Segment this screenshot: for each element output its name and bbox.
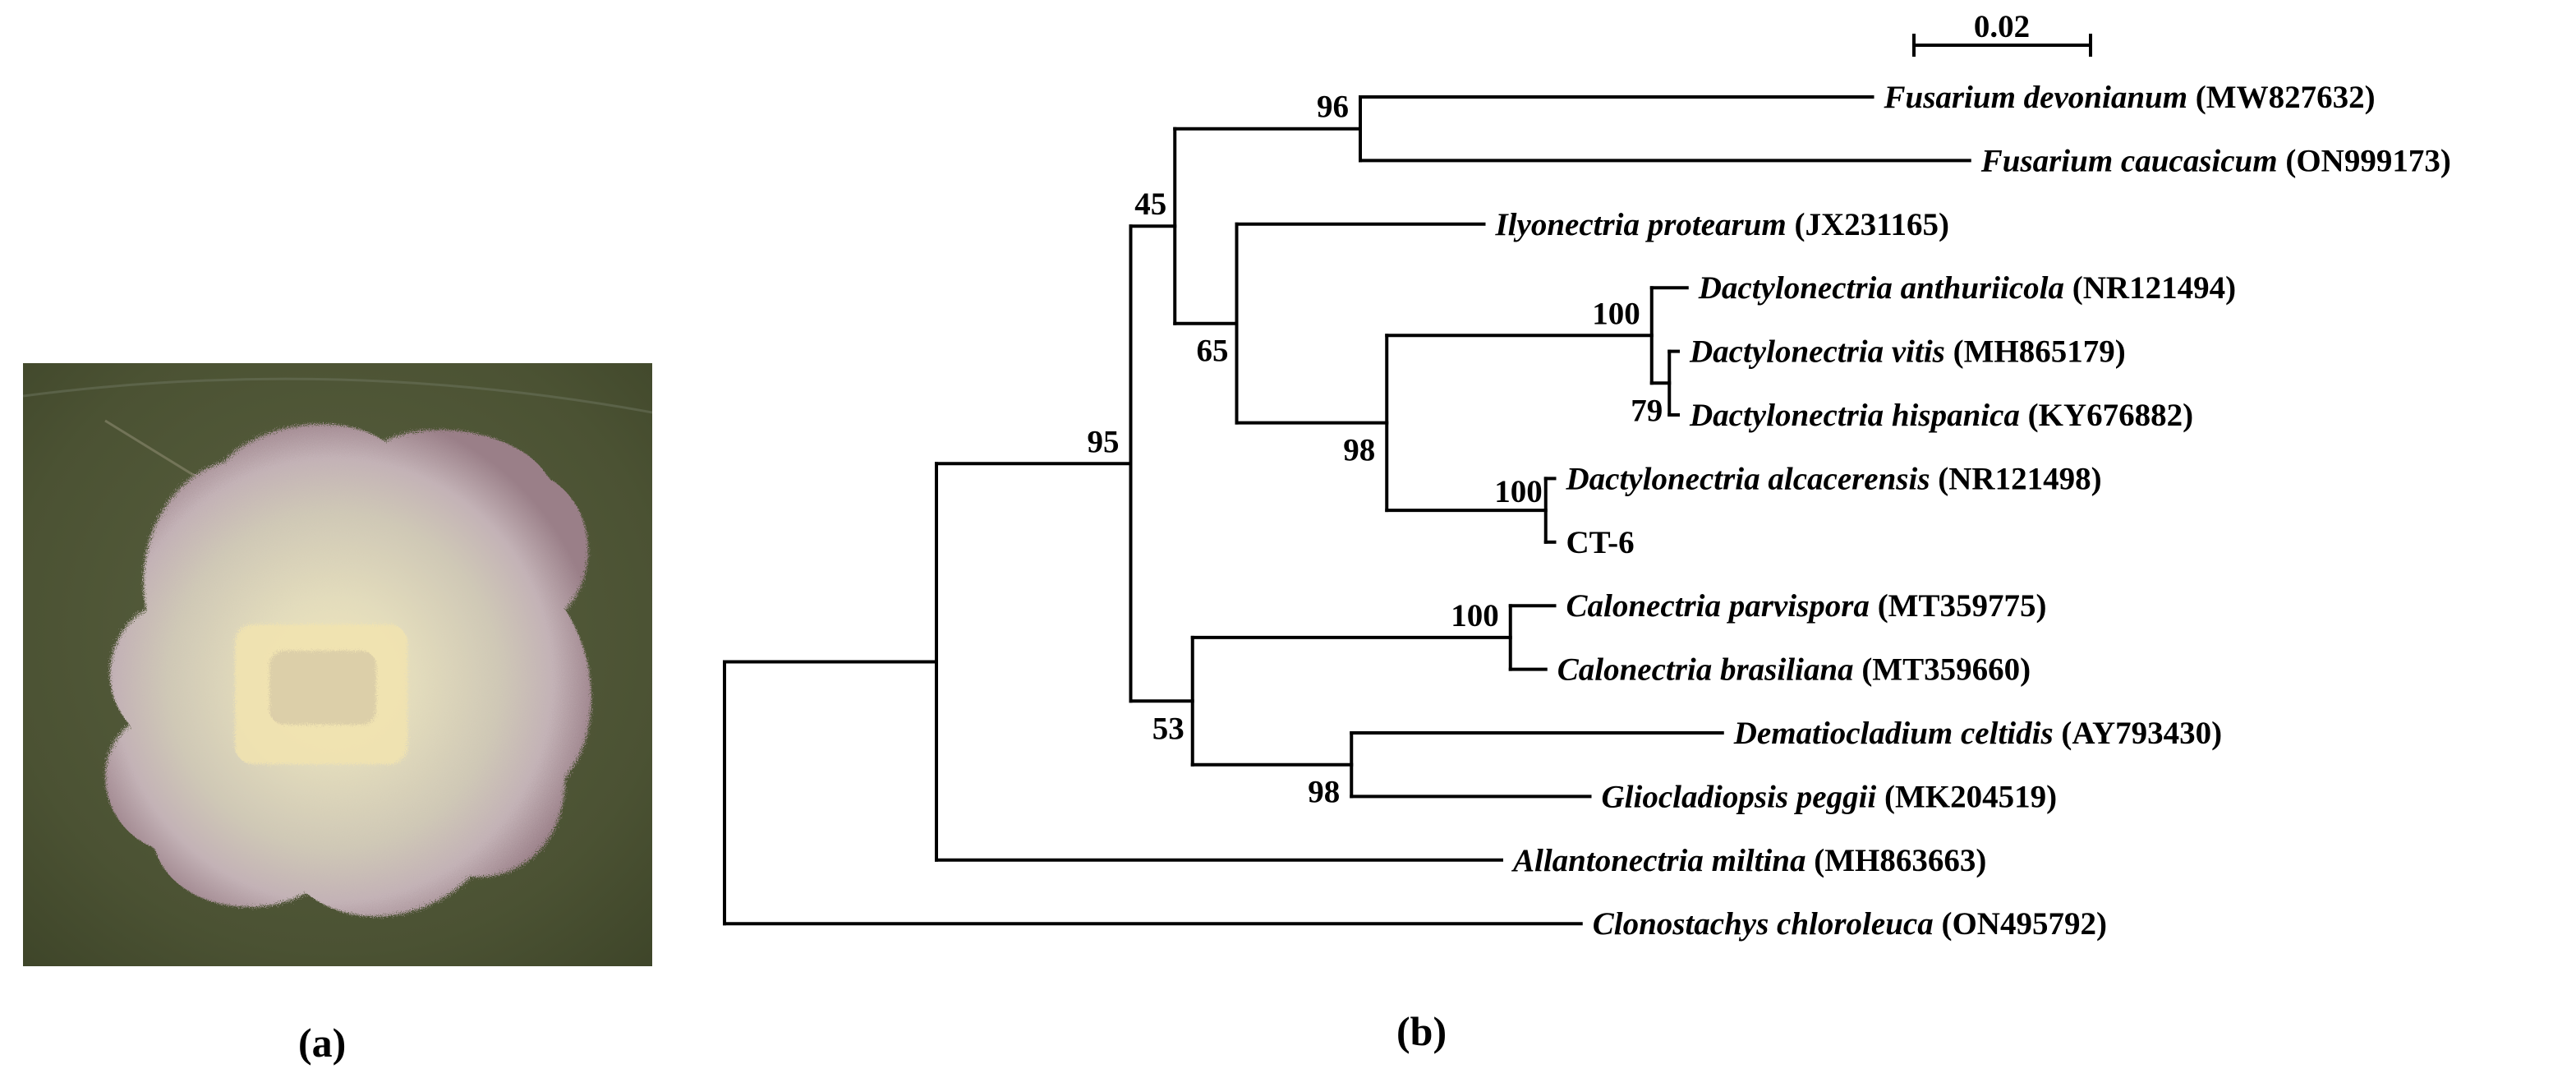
taxon-accession: (NR121494): [2072, 270, 2236, 306]
taxon-label: Allantonectria miltina (MH863663): [1511, 843, 1986, 878]
taxon-species-name: Dactylonectria hispanica: [1689, 398, 2028, 433]
taxon-species-name: Allantonectria miltina: [1511, 843, 1814, 878]
taxon-label: Dactylonectria alcacerensis (NR121498): [1566, 461, 2102, 496]
taxon-label: Fusarium caucasicum (ON999173): [1980, 143, 2451, 178]
taxon-accession: (MT359660): [1861, 652, 2031, 688]
bootstrap-values: 95 45 96 65 98 100 79 100 53 100 98: [1088, 90, 1663, 810]
taxon-label: Calonectria parvispora (MT359775): [1566, 588, 2047, 624]
taxon-accession: CT-6: [1566, 525, 1635, 560]
panel-label-a: (a): [298, 1020, 347, 1066]
bootstrap-value: 65: [1197, 334, 1229, 369]
tree-branches: [723, 95, 1971, 926]
panel-label-b: (b): [1396, 1008, 1447, 1054]
taxon-labels: Fusarium devonianum (MW827632) Fusarium c…: [1495, 80, 2451, 942]
taxon-species-name: Ilyonectria protearum: [1495, 207, 1795, 242]
bootstrap-value: 100: [1592, 296, 1640, 331]
bootstrap-value: 98: [1343, 433, 1375, 468]
taxon-species-name: Calonectria brasiliana: [1557, 652, 1862, 688]
bootstrap-value: 98: [1308, 775, 1340, 810]
taxon-accession: (ON999173): [2285, 143, 2450, 178]
bootstrap-value: 95: [1088, 424, 1120, 459]
taxon-accession: (KY676882): [2028, 398, 2193, 433]
bootstrap-value: 45: [1134, 187, 1166, 222]
bootstrap-value: 96: [1317, 90, 1349, 125]
taxon-species-name: Clonostachys chloroleuca: [1593, 906, 1942, 942]
taxon-label: Fusarium devonianum (MW827632): [1884, 80, 2376, 115]
bootstrap-value: 100: [1494, 474, 1543, 509]
scale-bar: 0.02: [1912, 9, 2092, 57]
taxon-accession: (NR121498): [1938, 461, 2101, 496]
taxon-accession: (MH865179): [1953, 334, 2126, 370]
taxon-accession: (MW827632): [2196, 80, 2376, 115]
taxon-species-name: Fusarium caucasicum: [1980, 143, 2286, 178]
taxon-accession: (AY793430): [2061, 716, 2222, 751]
bootstrap-value: 79: [1631, 393, 1663, 428]
taxon-species-name: Calonectria parvispora: [1566, 588, 1878, 624]
colony-photo: [22, 363, 653, 966]
taxon-label: Gliocladiopsis peggii (MK204519): [1602, 779, 2058, 814]
taxon-label: Clonostachys chloroleuca (ON495792): [1593, 906, 2107, 942]
taxon-accession: (MK204519): [1884, 779, 2057, 814]
taxon-species-name: Dactylonectria anthuriicola: [1698, 270, 2072, 306]
taxon-label: CT-6: [1566, 525, 1635, 560]
taxon-label: Dactylonectria hispanica (KY676882): [1689, 398, 2193, 433]
taxon-label: Dactylonectria vitis (MH865179): [1689, 334, 2126, 370]
colony-photo-image: [22, 363, 653, 966]
scale-bar-label: 0.02: [1974, 9, 2030, 44]
taxon-species-name: Dematiocladium celtidis: [1733, 716, 2062, 751]
taxon-accession: (MH863663): [1814, 843, 1986, 878]
taxon-species-name: Gliocladiopsis peggii: [1602, 779, 1885, 814]
taxon-label: Dematiocladium celtidis (AY793430): [1733, 716, 2222, 751]
bootstrap-value: 100: [1451, 598, 1499, 633]
taxon-species-name: Dactylonectria alcacerensis: [1566, 461, 1939, 496]
taxon-species-name: Dactylonectria vitis: [1689, 334, 1953, 370]
taxon-accession: (JX231165): [1795, 207, 1950, 242]
bootstrap-value: 53: [1152, 711, 1184, 746]
taxon-species-name: Fusarium devonianum: [1884, 80, 2196, 115]
taxon-accession: (ON495792): [1941, 906, 2106, 942]
taxon-label: Calonectria brasiliana (MT359660): [1557, 652, 2031, 688]
taxon-label: Ilyonectria protearum (JX231165): [1495, 207, 1950, 242]
taxon-label: Dactylonectria anthuriicola (NR121494): [1698, 270, 2236, 306]
taxon-accession: (MT359775): [1878, 588, 2047, 624]
